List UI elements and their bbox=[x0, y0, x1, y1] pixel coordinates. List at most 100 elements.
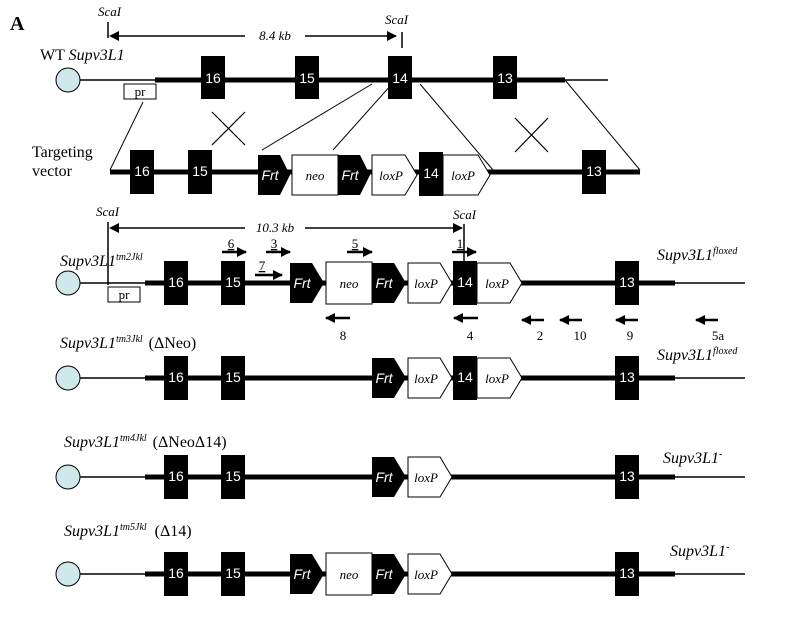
tm5-exon-13 bbox=[615, 552, 639, 596]
targeting-vector-row: Targeting vector 16 15 Frt neo Frt loxP … bbox=[32, 144, 640, 196]
tm2-frt-2 bbox=[372, 263, 406, 303]
primer-10-label: 10 bbox=[574, 328, 587, 343]
wt-distance-label: 8.4 kb bbox=[259, 28, 291, 43]
tm2-distance-label: 10.3 kb bbox=[256, 220, 295, 235]
tv-loxp-1 bbox=[371, 154, 418, 196]
wt-row: ScaI ScaI 8.4 kb WT Supv3L1 pr 16 15 14 … bbox=[40, 4, 608, 100]
tm2-exon-15 bbox=[221, 261, 245, 305]
svg-text:loxP: loxP bbox=[379, 168, 403, 183]
primer-5-label: 5 bbox=[352, 236, 359, 251]
svg-text:loxP: loxP bbox=[485, 276, 509, 291]
svg-text:Frt: Frt bbox=[375, 469, 393, 485]
svg-text:13: 13 bbox=[619, 274, 635, 290]
svg-text:neo: neo bbox=[306, 168, 325, 183]
svg-text:neo: neo bbox=[340, 276, 359, 291]
tm2-exon-16 bbox=[164, 261, 188, 305]
primer-7-label: 7 bbox=[259, 258, 266, 273]
wt-scal-right: ScaI bbox=[385, 12, 409, 27]
tv-exon-14 bbox=[419, 152, 443, 196]
svg-text:16: 16 bbox=[168, 274, 184, 290]
svg-text:loxP: loxP bbox=[485, 371, 509, 386]
svg-text:Frt: Frt bbox=[375, 370, 393, 386]
svg-text:16: 16 bbox=[168, 468, 184, 484]
svg-text:15: 15 bbox=[225, 565, 241, 581]
tm2-exon-14 bbox=[453, 261, 477, 305]
svg-text:loxP: loxP bbox=[414, 276, 438, 291]
svg-text:Frt: Frt bbox=[341, 167, 359, 183]
tm5-loxp bbox=[407, 553, 453, 595]
wt-promoter-box bbox=[123, 83, 157, 100]
primer-8-label: 8 bbox=[340, 328, 347, 343]
tm2-frt-1 bbox=[290, 263, 324, 303]
svg-text:14: 14 bbox=[457, 274, 473, 290]
tm2-promoter-circle bbox=[55, 270, 81, 296]
tv-loxp-2 bbox=[442, 154, 491, 196]
wt-exon-13 bbox=[493, 56, 517, 99]
svg-text:16: 16 bbox=[168, 565, 184, 581]
primer-5a-label: 5a bbox=[712, 328, 725, 343]
primer-4-label: 4 bbox=[467, 328, 474, 343]
tm5-label: Supv3L1tm5Jkl(Δ14) bbox=[64, 522, 192, 540]
tm5-neo bbox=[325, 552, 373, 596]
wt-exon-16-label: 16 bbox=[205, 70, 221, 86]
primer-9-label: 9 bbox=[627, 328, 634, 343]
wt-exon-14 bbox=[388, 56, 412, 99]
tm4-exon-13 bbox=[615, 455, 639, 499]
tm3-exon-13 bbox=[615, 356, 639, 400]
svg-text:15: 15 bbox=[225, 369, 241, 385]
tm3-loxp-2 bbox=[476, 357, 523, 399]
tm4-exon-16 bbox=[164, 455, 188, 499]
svg-text:14: 14 bbox=[423, 165, 439, 181]
targeting-vector-label-2: vector bbox=[32, 163, 73, 180]
tm3-exon-16 bbox=[164, 356, 188, 400]
tm4-right-label: Supv3L1- bbox=[663, 449, 722, 467]
wt-scal-left: ScaI bbox=[98, 4, 122, 19]
tv-frt-2 bbox=[338, 155, 370, 195]
svg-text:Frt: Frt bbox=[261, 167, 279, 183]
tm5-exon-16 bbox=[164, 552, 188, 596]
wt-promoter-circle bbox=[55, 67, 81, 93]
tm2-loxp-1 bbox=[407, 262, 453, 304]
svg-text:15: 15 bbox=[225, 274, 241, 290]
tm5-promoter-circle bbox=[55, 561, 81, 587]
tv-exon-16 bbox=[130, 150, 154, 194]
svg-text:13: 13 bbox=[619, 369, 635, 385]
svg-text:Frt: Frt bbox=[293, 275, 311, 291]
svg-text:loxP: loxP bbox=[414, 567, 438, 582]
tm3-promoter-circle bbox=[55, 365, 81, 391]
tm5-exon-15 bbox=[221, 552, 245, 596]
wt-exon-13-label: 13 bbox=[497, 70, 513, 86]
svg-text:16: 16 bbox=[134, 163, 150, 179]
tm2-exon-13 bbox=[615, 261, 639, 305]
tm3-right-label: Supv3L1floxed bbox=[657, 346, 738, 364]
svg-text:loxP: loxP bbox=[451, 168, 475, 183]
wt-exon-16 bbox=[201, 56, 225, 99]
tm4-frt bbox=[372, 457, 406, 497]
svg-text:loxP: loxP bbox=[414, 470, 438, 485]
tv-neo bbox=[291, 154, 339, 196]
tm2-row: ScaI ScaI 10.3 kb Supv3L1tm2Jkl Supv3L1f… bbox=[55, 204, 745, 343]
panel-label: A bbox=[10, 13, 25, 35]
tm2-scal-left: ScaI bbox=[96, 204, 120, 219]
tm5-row: Supv3L1tm5Jkl(Δ14) Supv3L1- 16 15 Frt ne… bbox=[55, 522, 745, 596]
wt-label: WT Supv3L1 bbox=[40, 47, 125, 64]
tm4-promoter-circle bbox=[55, 464, 81, 490]
svg-text:15: 15 bbox=[225, 468, 241, 484]
tm3-exon-15 bbox=[221, 356, 245, 400]
tm2-right-label: Supv3L1floxed bbox=[657, 246, 738, 264]
tm2-neo bbox=[325, 261, 373, 305]
svg-text:13: 13 bbox=[619, 468, 635, 484]
wt-exon-15-label: 15 bbox=[299, 70, 315, 86]
recombination-lines bbox=[109, 79, 641, 171]
wt-exon-14-label: 14 bbox=[392, 70, 408, 86]
tm2-label: Supv3L1tm2Jkl bbox=[60, 252, 143, 270]
tm2-scal-right: ScaI bbox=[453, 207, 477, 222]
tm4-loxp bbox=[407, 456, 453, 498]
primer-6-label: 6 bbox=[228, 236, 235, 251]
svg-text:Frt: Frt bbox=[375, 275, 393, 291]
tv-frt-1 bbox=[258, 155, 290, 195]
tv-exon-13 bbox=[582, 150, 606, 194]
svg-text:loxP: loxP bbox=[414, 371, 438, 386]
svg-text:13: 13 bbox=[619, 565, 635, 581]
